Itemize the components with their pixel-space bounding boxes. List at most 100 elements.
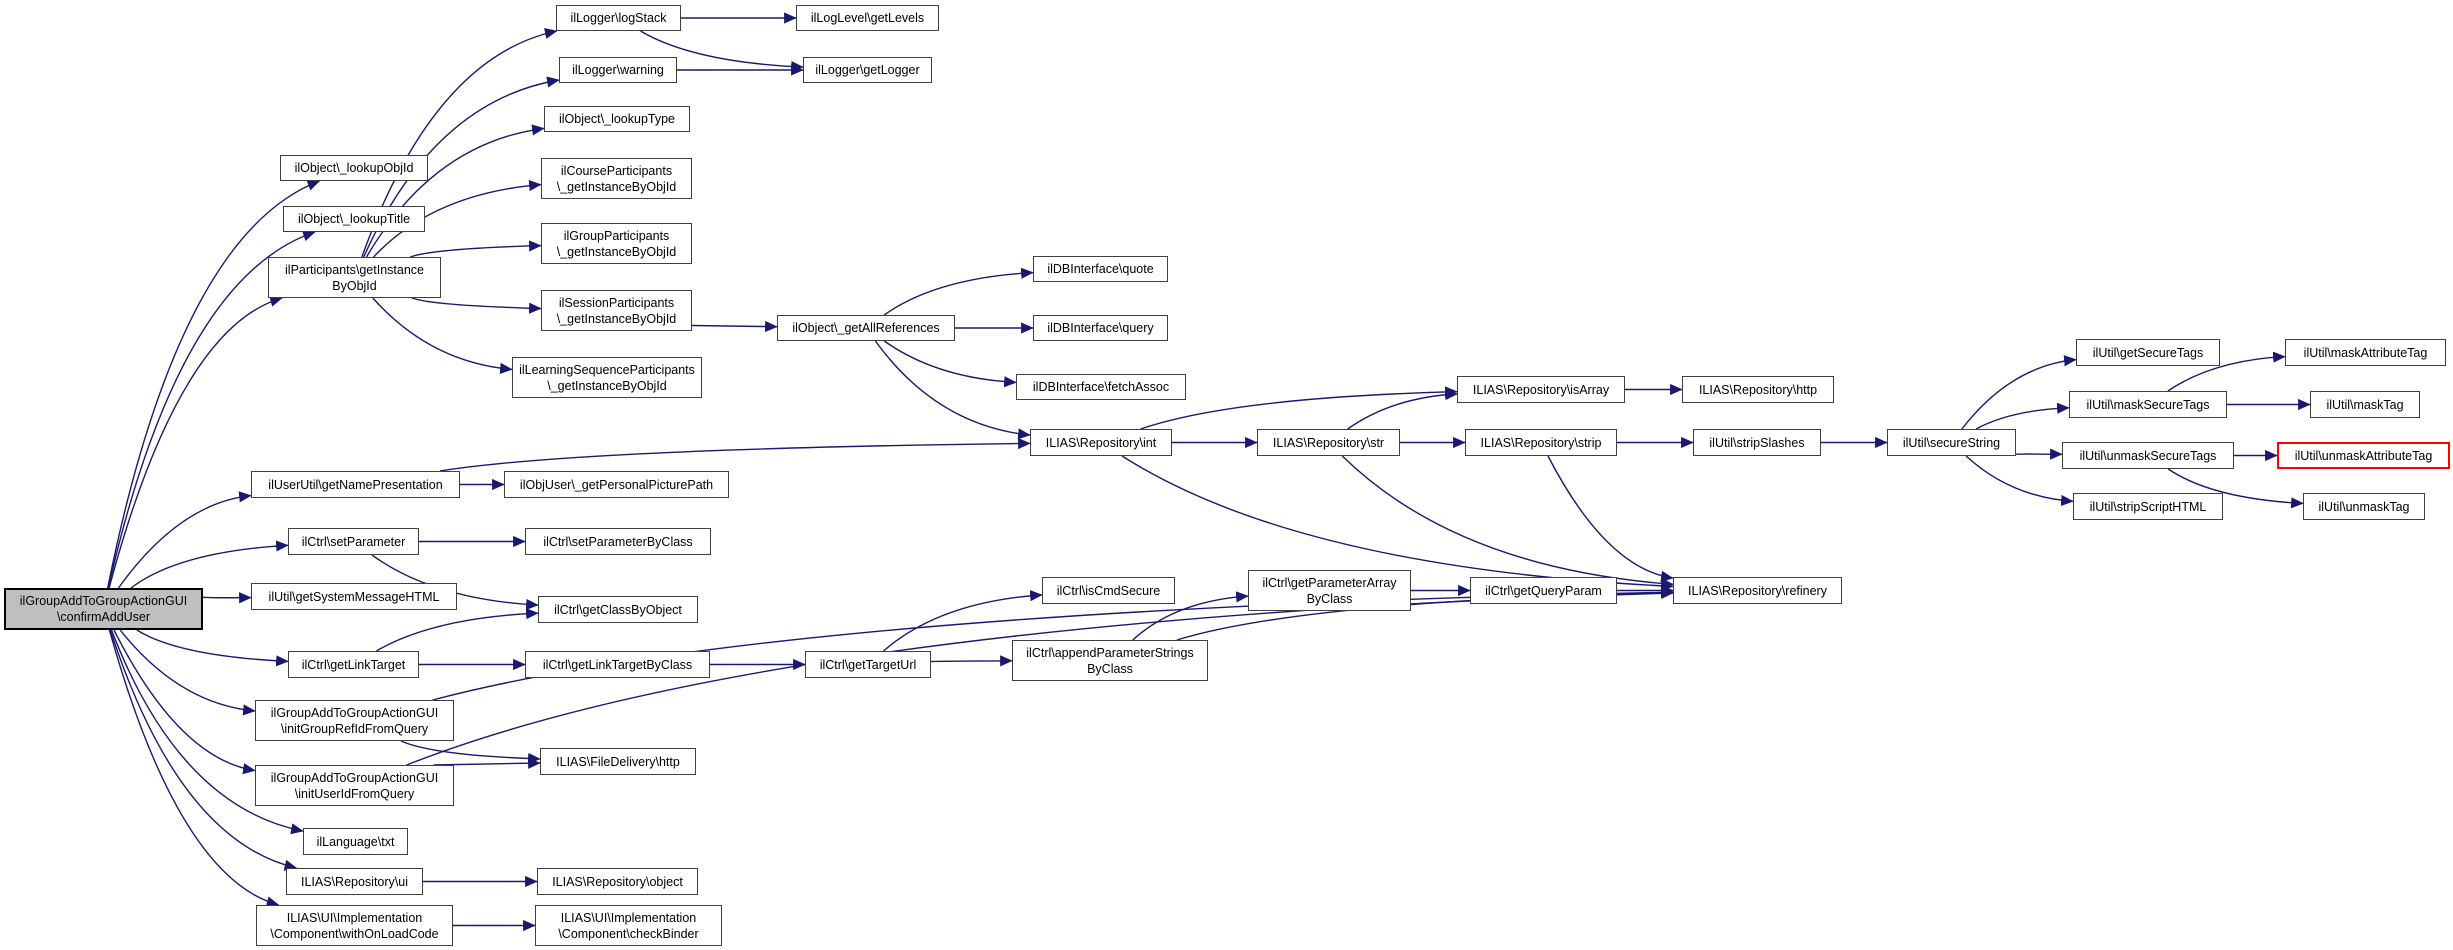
node-label: ilCtrl\appendParameterStrings [1026, 645, 1194, 660]
edge-initUserId-to-refinery [406, 587, 1674, 766]
node-getLevels[interactable]: ilLogLevel\getLevels [796, 5, 939, 31]
node-repoInt[interactable]: ILIAS\Repository\int [1030, 429, 1172, 456]
node-label: \Component\withOnLoadCode [270, 926, 439, 941]
node-sessionInst[interactable]: ilSessionParticipants\_getInstanceByObjI… [541, 290, 692, 331]
node-label: ILIAS\Repository\http [1698, 382, 1818, 397]
edge-partInst-to-learnSeqInst [372, 297, 513, 374]
node-stripSlashes[interactable]: ilUtil\stripSlashes [1693, 429, 1821, 456]
node-groupInst[interactable]: ilGroupParticipants\_getInstanceByObjId [541, 223, 692, 264]
node-maskAttributeTag[interactable]: ilUtil\maskAttributeTag [2285, 339, 2446, 366]
node-label: ilObject\_lookupObjId [294, 161, 414, 175]
node-getTargetUrl[interactable]: ilCtrl\getTargetUrl [805, 651, 931, 678]
node-initGroupRef[interactable]: ilGroupAddToGroupActionGUI\initGroupRefI… [255, 700, 454, 741]
node-lookupTitle[interactable]: ilObject\_lookupTitle [283, 206, 425, 232]
node-label: ILIAS\FileDelivery\http [556, 754, 680, 769]
node-label: ilCtrl\getClassByObject [554, 602, 682, 617]
node-label: ilObject\_lookupType [558, 112, 676, 126]
node-label: ilLogLevel\getLevels [810, 11, 925, 25]
node-repoObject[interactable]: ILIAS\Repository\object [537, 868, 698, 895]
node-label: \_getInstanceByObjId [556, 244, 677, 259]
node-lookupObjId[interactable]: ilObject\_lookupObjId [280, 155, 428, 181]
node-checkBinder[interactable]: ILIAS\UI\Implementation\Component\checkB… [535, 905, 722, 946]
node-label: ilUtil\maskSecureTags [2086, 397, 2210, 412]
node-label: \initGroupRefIdFromQuery [280, 721, 429, 736]
node-label: ILIAS\Repository\int [1045, 435, 1157, 450]
node-root: ilGroupAddToGroupActionGUI\confirmAddUse… [4, 588, 203, 630]
edge-root-to-lookupTitle [107, 230, 316, 589]
node-label: ilLogger\logStack [570, 11, 667, 25]
node-quote[interactable]: ilDBInterface\quote [1033, 256, 1168, 282]
node-getQueryParam[interactable]: ilCtrl\getQueryParam [1470, 577, 1617, 604]
edge-getLinkTarget-to-getClassByObject [376, 608, 539, 652]
node-getSysMsgHTML[interactable]: ilUtil\getSystemMessageHTML [251, 583, 457, 610]
node-setParameter[interactable]: ilCtrl\setParameter [288, 528, 419, 555]
node-repoStrip[interactable]: ILIAS\Repository\strip [1465, 429, 1617, 456]
node-getSecureTags[interactable]: ilUtil\getSecureTags [2076, 339, 2220, 366]
node-getLinkTarget[interactable]: ilCtrl\getLinkTarget [288, 651, 419, 678]
node-stripScriptHTML[interactable]: ilUtil\stripScriptHTML [2073, 493, 2223, 520]
node-learnSeqInst[interactable]: ilLearningSequenceParticipants\_getInsta… [512, 357, 702, 398]
node-getNamePres[interactable]: ilUserUtil\getNamePresentation [251, 471, 460, 498]
node-unmaskTag[interactable]: ilUtil\unmaskTag [2303, 493, 2425, 520]
node-label: \initUserIdFromQuery [294, 786, 415, 801]
node-label: ILIAS\Repository\strip [1480, 435, 1602, 450]
node-label: ilObjUser\_getPersonalPicturePath [519, 477, 714, 492]
node-repoStr[interactable]: ILIAS\Repository\str [1257, 429, 1400, 456]
node-unmaskSecureTags[interactable]: ilUtil\unmaskSecureTags [2062, 442, 2234, 469]
node-initUserId[interactable]: ilGroupAddToGroupActionGUI\initUserIdFro… [255, 765, 454, 806]
node-label: ilGroupAddToGroupActionGUI [270, 705, 439, 720]
node-label: ilUtil\secureString [1902, 435, 2001, 450]
node-repoHttp[interactable]: ILIAS\Repository\http [1682, 376, 1834, 403]
node-getLinkTargetByClass[interactable]: ilCtrl\getLinkTargetByClass [525, 651, 710, 678]
node-unmaskAttributeTag[interactable]: ilUtil\unmaskAttributeTag [2277, 442, 2450, 469]
node-isCmdSecure[interactable]: ilCtrl\isCmdSecure [1042, 577, 1175, 604]
node-getClassByObject[interactable]: ilCtrl\getClassByObject [538, 596, 698, 623]
node-label: ilGroupParticipants [563, 228, 670, 243]
node-getLogger[interactable]: ilLogger\getLogger [803, 57, 932, 83]
edge-root-to-getSysMsgHTML [196, 592, 252, 604]
edge-secureString-to-getSecureTags [1961, 355, 2077, 430]
node-getPersPic[interactable]: ilObjUser\_getPersonalPicturePath [504, 471, 729, 498]
node-label: ilGroupAddToGroupActionGUI [270, 770, 439, 785]
node-logStack[interactable]: ilLogger\logStack [556, 5, 681, 31]
node-isArray[interactable]: ILIAS\Repository\isArray [1457, 376, 1625, 403]
node-refinery[interactable]: ILIAS\Repository\refinery [1673, 577, 1842, 604]
node-maskSecureTags[interactable]: ilUtil\maskSecureTags [2069, 391, 2227, 418]
node-lookupType[interactable]: ilObject\_lookupType [544, 106, 690, 132]
node-maskTag[interactable]: ilUtil\maskTag [2310, 391, 2420, 418]
edge-getNamePres-to-repoInt [439, 437, 1031, 472]
node-label: ilUtil\stripScriptHTML [2089, 499, 2207, 514]
edge-repoStrip-to-refinery [1547, 455, 1674, 582]
node-fileDelivHttp[interactable]: ILIAS\FileDelivery\http [540, 748, 696, 775]
node-langTxt[interactable]: ilLanguage\txt [303, 828, 408, 855]
edge-initGroupRef-to-fileDelivHttp [400, 740, 541, 765]
node-label: ilUtil\maskAttributeTag [2303, 345, 2428, 360]
node-label: ilObject\_lookupTitle [297, 212, 411, 226]
node-label: \Component\checkBinder [558, 926, 699, 941]
node-label: \_getInstanceByObjId [547, 378, 667, 393]
node-secureString[interactable]: ilUtil\secureString [1887, 429, 2016, 456]
edge-secureString-to-maskSecureTags [1975, 402, 2070, 430]
node-repoUi[interactable]: ILIAS\Repository\ui [286, 868, 423, 895]
edge-secureString-to-unmaskSecureTags [2014, 448, 2063, 460]
node-fetchAssoc[interactable]: ilDBInterface\fetchAssoc [1016, 374, 1186, 400]
edge-getAllRefs-to-repoInt [874, 340, 1031, 440]
node-label: ilObject\_getAllReferences [792, 321, 940, 335]
edge-getAllRefs-to-quote [883, 267, 1034, 316]
node-label: ByObjId [332, 278, 377, 293]
node-courseInst[interactable]: ilCourseParticipants\_getInstanceByObjId [541, 158, 692, 199]
edge-partInst-to-courseInst [373, 179, 542, 258]
node-setParamByClass[interactable]: ilCtrl\setParameterByClass [525, 528, 711, 555]
node-label: ilCtrl\setParameter [301, 534, 406, 549]
edge-getTargetUrl-to-isCmdSecure [883, 590, 1043, 652]
node-label: ByClass [1087, 661, 1133, 676]
node-warning[interactable]: ilLogger\warning [559, 57, 677, 83]
node-getAllRefs[interactable]: ilObject\_getAllReferences [777, 315, 955, 341]
node-withOnLoadCode[interactable]: ILIAS\UI\Implementation\Component\withOn… [256, 905, 453, 946]
edge-secureString-to-stripScriptHTML [1965, 455, 2074, 507]
edge-root-to-getLinkTarget [136, 629, 289, 667]
node-query[interactable]: ilDBInterface\query [1033, 315, 1168, 341]
